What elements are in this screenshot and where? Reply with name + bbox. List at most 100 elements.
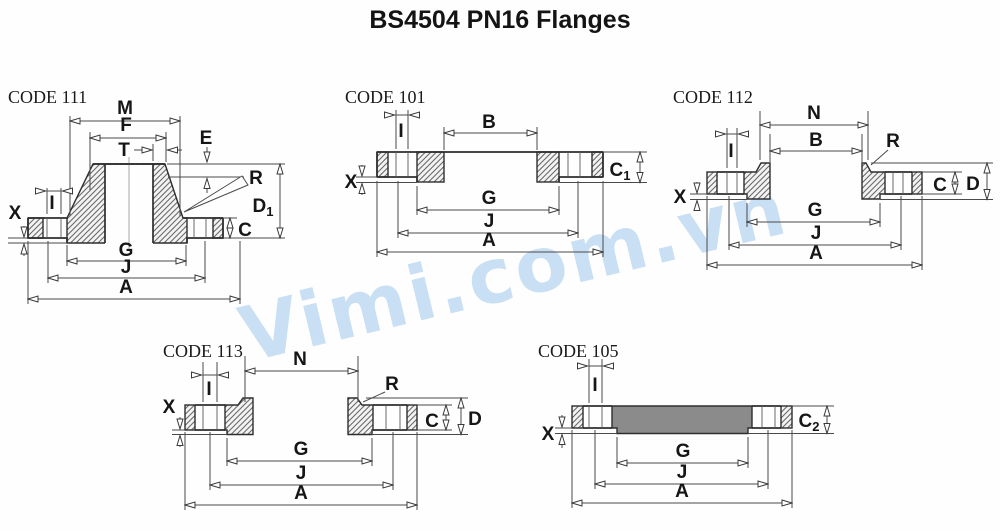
dim-label-t: T (118, 140, 130, 161)
dim-label-b: B (809, 130, 823, 151)
dim-E: E (167, 128, 285, 193)
dim-M: M (70, 98, 180, 216)
dim-X: X (8, 203, 67, 256)
dim-label-j: J (677, 462, 688, 483)
dim-label-n: N (807, 103, 821, 124)
dim-A: A (28, 241, 240, 304)
dim-label-d: D (966, 174, 980, 195)
dim-label-g: G (482, 188, 497, 209)
dim-label-g: G (294, 439, 309, 460)
code-101-label: CODE 101 (345, 87, 426, 107)
dim-G: G (227, 438, 372, 466)
dim-R: R (183, 168, 263, 213)
dim-label-x: X (9, 203, 22, 224)
dim-X: X (163, 397, 227, 447)
code-112-label: CODE 112 (673, 87, 753, 107)
dim-label-x: X (542, 424, 555, 445)
code-112-dimensions: N B I R X C D G (674, 103, 993, 270)
dim-label-a: A (809, 243, 823, 264)
dim-J: J (210, 432, 393, 490)
dim-F: F (90, 115, 166, 190)
dim-I: I (191, 362, 229, 402)
dim-J: J (595, 430, 768, 489)
code-111-dimensions: M F T E R D1 C (8, 98, 285, 304)
code-113-dimensions: N I R X C D G J (163, 349, 482, 510)
dim-label-j: J (811, 223, 822, 244)
dim-label-r: R (249, 168, 263, 189)
code-111-geometry (27, 157, 224, 250)
dim-N: N (245, 349, 358, 402)
dim-label-j: J (121, 257, 132, 278)
dim-X: X (674, 182, 747, 211)
diagram-code-112: CODE 112 N B I R (673, 87, 993, 270)
dim-I: I (384, 110, 420, 149)
dim-G: G (417, 186, 559, 215)
dim-label-c: C (933, 175, 947, 196)
code-101-dimensions: I B X C1 G J A (345, 110, 647, 257)
dim-C: C (922, 172, 962, 196)
dim-label-e: E (200, 128, 213, 149)
dim-label-i: I (728, 141, 733, 162)
dim-G: G (747, 200, 880, 227)
dim-D: D (366, 398, 482, 435)
dim-label-a: A (675, 481, 689, 502)
dim-G: G (617, 437, 748, 468)
dim-label-b: B (482, 112, 496, 133)
dim-A: A (377, 181, 603, 257)
dim-label-c: C (238, 220, 252, 241)
dim-I: I (35, 188, 73, 214)
dim-label-f: F (120, 115, 132, 136)
dim-label-i: I (49, 193, 54, 214)
dim-D: D (871, 163, 993, 200)
diagram-code-105: CODE 105 I X C2 G (538, 341, 834, 508)
dim-label-c: C (425, 411, 439, 432)
dim-label-a: A (294, 483, 308, 504)
dim-C: C (417, 405, 452, 432)
code-105-dimensions: I X C2 G J A (542, 359, 834, 508)
watermark: Vimi.com.vn (231, 162, 796, 379)
dim-A: A (707, 196, 922, 270)
dim-label-x: X (163, 397, 176, 418)
dim-J: J (48, 241, 205, 283)
diagram-code-101: CODE 101 I B X C1 (345, 87, 647, 257)
dim-label-a: A (482, 230, 496, 251)
dim-R: R (362, 374, 399, 403)
diagram-code-113: CODE 113 N I R X (163, 341, 482, 510)
dim-X: X (542, 415, 617, 448)
code-111-label: CODE 111 (8, 87, 87, 107)
dim-J: J (398, 181, 578, 238)
dim-label-i: I (206, 379, 211, 400)
dim-R: R (870, 131, 900, 166)
dim-X: X (345, 165, 417, 195)
dim-J: J (729, 196, 901, 250)
code-105-label: CODE 105 (538, 341, 619, 361)
code-113-label: CODE 113 (163, 341, 243, 361)
dim-I: I (715, 128, 749, 168)
dim-label-m: M (117, 98, 133, 119)
dim-label-x: X (674, 187, 687, 208)
dim-label-c1: C1 (610, 160, 631, 183)
dim-T: T (118, 140, 182, 161)
dim-A: A (185, 432, 417, 510)
dim-B: B (444, 112, 537, 150)
dim-label-j: J (484, 211, 495, 232)
dim-C2: C2 (748, 406, 834, 434)
dim-label-i: I (592, 375, 597, 396)
dim-label-x: X (345, 172, 358, 193)
dim-C: C (223, 218, 252, 241)
dim-N: N (760, 103, 868, 160)
code-105-geometry (571, 405, 793, 435)
dim-label-r: R (886, 131, 900, 152)
diagram-code-111: CODE 111 M F T (8, 87, 285, 304)
dim-I: I (577, 359, 614, 403)
dim-B: B (770, 130, 862, 162)
dim-A: A (572, 430, 792, 508)
dim-label-d: D (468, 409, 482, 430)
dim-label-r: R (385, 374, 399, 395)
dim-label-c2: C2 (799, 411, 820, 434)
dim-label-g: G (808, 200, 823, 221)
code-112-geometry (706, 162, 923, 200)
dim-label-j: J (296, 463, 307, 484)
